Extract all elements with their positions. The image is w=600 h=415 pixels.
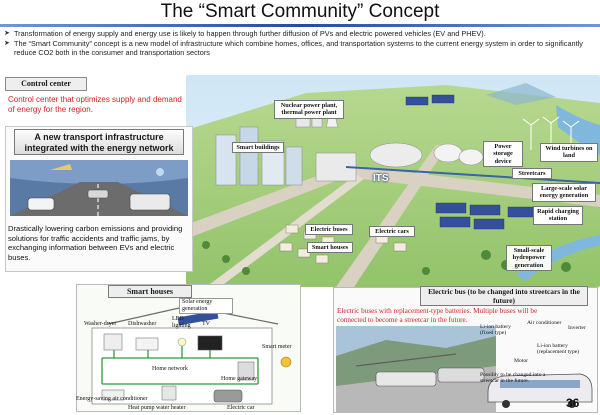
label-led-lighting: LED lighting: [172, 316, 191, 329]
label-home-gateway: Home gateway: [221, 376, 258, 382]
smart-meter-graphic: [280, 356, 292, 368]
tv-graphic: [197, 335, 223, 351]
label-streetcar-possibility: Possibly to be changed into a streetcar …: [480, 372, 546, 385]
label-heat-pump: Heat pump water heater: [128, 405, 186, 411]
washer-dryer-graphic: [103, 333, 123, 351]
page-title: The “Smart Community” Concept: [160, 1, 440, 22]
transport-illustration: [10, 160, 188, 216]
dishwasher-graphic: [135, 337, 159, 351]
label-inverter: Inverter: [568, 325, 586, 331]
title-bar: The “Smart Community” Concept: [0, 0, 600, 24]
label-large-solar: Large-scale solar energy generation: [532, 183, 596, 202]
label-smart-houses: Smart houses: [307, 242, 353, 254]
electric-bus-text: Electric buses with replacement-type bat…: [337, 307, 538, 324]
cross-road: [336, 145, 448, 287]
control-center-text: Control center that optimizes supply and…: [8, 95, 182, 114]
label-bus-air-conditioner: Air conditioner: [527, 320, 562, 326]
label-hydropower: Small-scale hydropower generation: [506, 245, 552, 272]
smart-houses-heading: Smart houses: [108, 285, 192, 298]
streetcar-line: [345, 166, 600, 184]
sea: [556, 105, 600, 155]
label-air-conditioner: Energy-saving air conditioner: [76, 396, 148, 402]
electric-car-graphic: [27, 197, 55, 211]
label-smart-buildings: Smart buildings: [232, 142, 284, 154]
bus-graphic: [375, 371, 437, 387]
label-its: ITS: [373, 173, 389, 184]
home-network-lines: [101, 346, 259, 385]
label-rapid-charging: Rapid charging station: [533, 206, 583, 225]
label-electric-buses: Electric buses: [305, 224, 353, 236]
label-electric-car: Electric car: [227, 405, 255, 411]
transport-heading: A new transport infrastructure integrate…: [14, 129, 184, 155]
control-center-heading: Control center: [5, 77, 87, 91]
heat-pump-graphic: [161, 385, 177, 401]
intro-bullet: ➤Transformation of energy supply and ene…: [4, 29, 486, 38]
label-li-ion-replacement: Li-ion battery (replacement type): [537, 343, 580, 356]
label-home-network: Home network: [152, 366, 188, 372]
main-road: [186, 165, 600, 239]
arrow-bullet-icon: ➤: [4, 30, 10, 37]
electric-car-graphic: [213, 389, 243, 403]
office-buildings: [215, 126, 423, 186]
arrow-bullet-icon: ➤: [4, 39, 10, 47]
label-smart-meter: Smart meter: [262, 344, 292, 350]
smart-city-illustration: [186, 75, 600, 287]
label-power-storage: Power storage device: [483, 141, 523, 168]
wind-turbines: [522, 116, 580, 150]
label-washer-dryer: Washer-dryer: [84, 321, 117, 327]
distant-hills: [486, 83, 556, 105]
label-tv: TV: [202, 321, 210, 327]
bus-station-illustration: [336, 326, 496, 412]
bus-graphic: [437, 367, 485, 383]
led-light-graphic: [177, 337, 187, 347]
label-solar-generation: Solar energy generation: [179, 298, 233, 314]
label-electric-cars: Electric cars: [369, 226, 415, 238]
roof-solar-panel: [177, 310, 219, 326]
storage-unit-graphic: [237, 361, 255, 381]
label-li-ion-fixed: Li-ion battery (fixed type): [480, 324, 511, 337]
landscape: [186, 85, 600, 287]
label-motor: Motor: [514, 358, 528, 364]
pv-panels: [405, 94, 535, 230]
transport-text: Drastically lowering carbon emissions an…: [8, 224, 183, 262]
label-nuclear-thermal-plant: Nuclear power plant, thermal power plant: [274, 100, 344, 119]
electric-bus-graphic: [129, 193, 171, 211]
storage-tanks: [433, 143, 484, 166]
page-number: 36: [566, 396, 580, 410]
air-conditioner-graphic: [101, 389, 125, 401]
intro-bullets: ➤Transformation of energy supply and ene…: [4, 29, 596, 58]
label-wind-turbines: Wind turbines on land: [540, 143, 598, 162]
bus-diagram: [487, 373, 593, 408]
label-streetcars: Streetcars: [512, 168, 552, 180]
intro-bullet: ➤The “Smart Community” concept is a new …: [4, 38, 583, 58]
side-road: [206, 175, 364, 287]
electric-bus-heading: Electric bus (to be changed into streetc…: [420, 286, 588, 306]
label-dishwasher: Dishwasher: [128, 321, 157, 327]
title-divider: [0, 24, 600, 27]
